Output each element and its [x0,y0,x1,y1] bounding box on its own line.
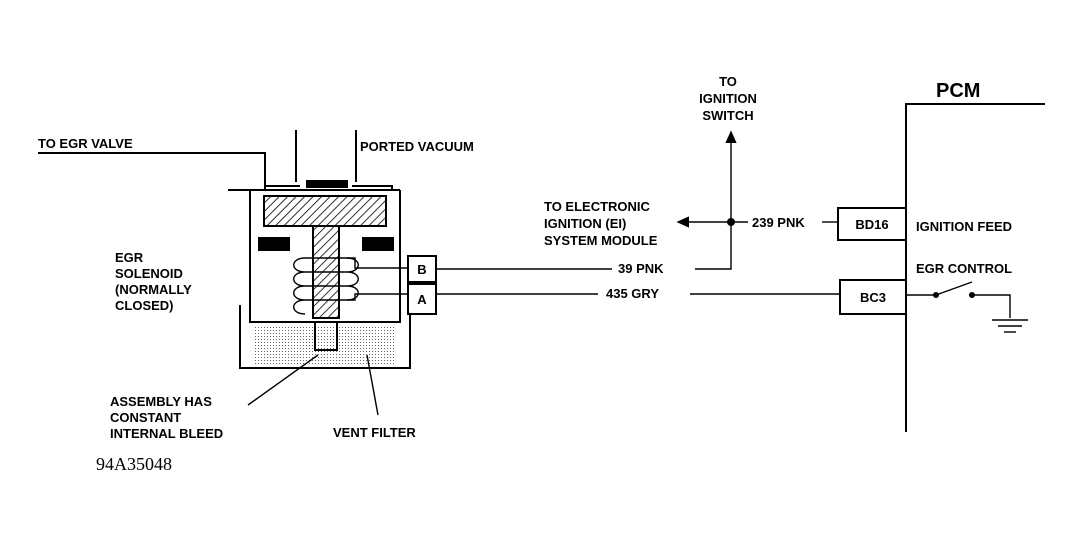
solenoid-magnet-left [258,237,290,251]
wire-label-39-pnk: 39 PNK [618,261,664,276]
svg-text:TO ELECTRONIC: TO ELECTRONIC [544,199,651,214]
svg-text:CONSTANT: CONSTANT [110,410,181,425]
svg-text:ASSEMBLY HAS: ASSEMBLY HAS [110,394,212,409]
leader-assembly-bleed [247,354,319,406]
svg-text:SYSTEM MODULE: SYSTEM MODULE [544,233,658,248]
svg-text:SOLENOID: SOLENOID [115,266,183,281]
solenoid-connector: B A [407,255,437,315]
figure-id: 94A35048 [96,454,172,474]
wire-label-435-gry: 435 GRY [606,286,659,301]
label-assembly-bleed: ASSEMBLY HAS CONSTANT INTERNAL BLEED [110,394,223,441]
wire-label-239-pnk: 239 PNK [752,215,805,230]
svg-text:EGR: EGR [115,250,144,265]
label-to-ei-module: TO ELECTRONIC IGNITION (EI) SYSTEM MODUL… [544,199,658,248]
pcm-connector-bd16-label: BD16 [855,217,888,232]
label-ignition-feed: IGNITION FEED [916,219,1012,234]
svg-text:(NORMALLY: (NORMALLY [115,282,192,297]
solenoid-terminal-b-label: B [417,262,426,277]
label-ported-vacuum: PORTED VACUUM [360,139,474,154]
label-egr-solenoid: EGR SOLENOID (NORMALLY CLOSED) [115,250,192,313]
vacuum-hose-to-egr-valve [38,152,266,190]
solenoid-coil [293,257,359,315]
vacuum-hose-ported-vacuum [295,130,357,188]
wire-39-pnk [436,222,732,270]
svg-text:IGNITION (EI): IGNITION (EI) [544,216,626,231]
pcm-connector-bd16 [837,207,907,241]
label-to-ignition-switch: TO IGNITION SWITCH [699,74,757,123]
svg-text:INTERNAL BLEED: INTERNAL BLEED [110,426,223,441]
label-to-egr-valve: TO EGR VALVE [38,136,133,151]
egr-control-switch [906,281,1011,318]
splice-junction [727,218,735,226]
pcm-connector-bc3-label: BC3 [860,290,886,305]
solenoid-terminal-a-label: A [417,292,427,307]
vent-filter-media [254,326,396,364]
svg-text:CLOSED): CLOSED) [115,298,174,313]
svg-text:TO: TO [719,74,737,89]
pcm-module: BD16 BC3 [837,103,1045,432]
label-vent-filter: VENT FILTER [333,425,416,440]
svg-text:SWITCH: SWITCH [702,108,753,123]
egr-solenoid-body [228,185,411,369]
leader-vent-filter [366,354,379,416]
label-egr-control: EGR CONTROL [916,261,1012,276]
solenoid-armature-plate [263,195,387,227]
ground-icon [992,319,1028,333]
svg-text:IGNITION: IGNITION [699,91,757,106]
solenoid-magnet-right [362,237,394,251]
label-pcm: PCM [936,80,980,102]
pcm-connector-bc3 [839,279,907,315]
solenoid-terminal-a [407,283,437,315]
